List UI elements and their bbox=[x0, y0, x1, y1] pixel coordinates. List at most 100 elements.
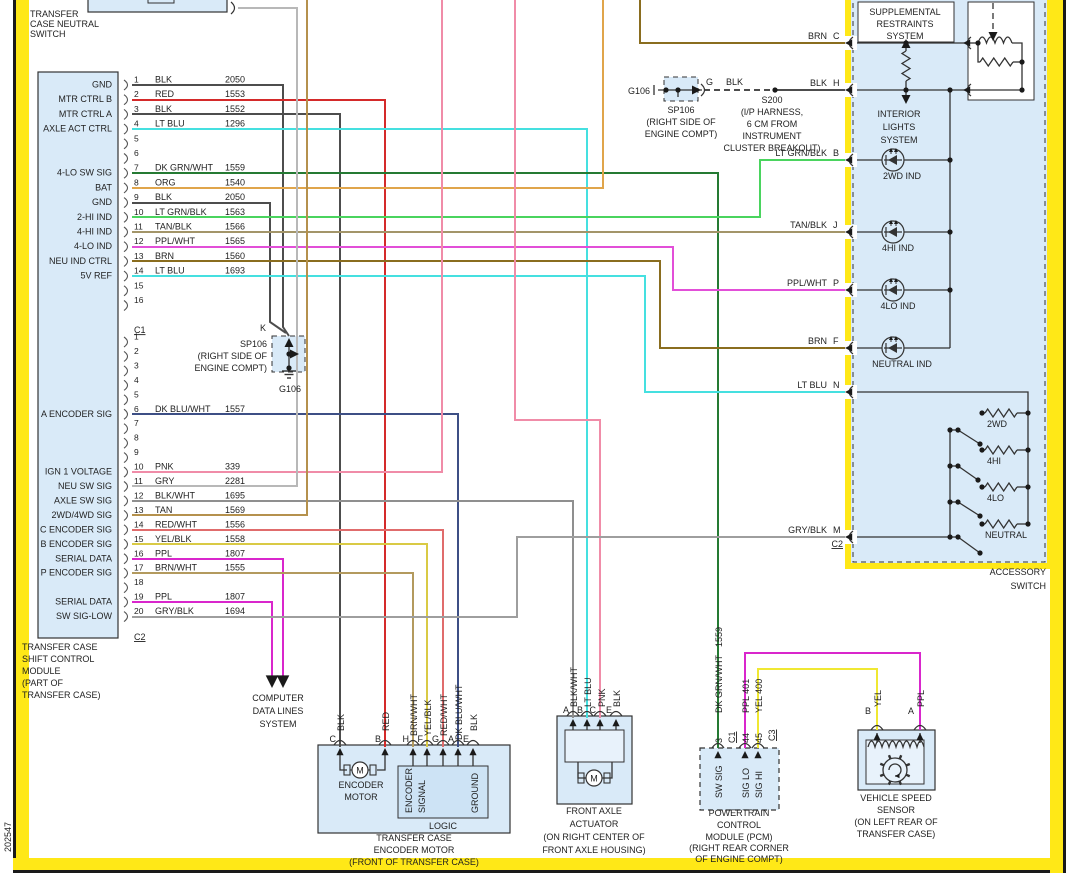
module-signal-label: MTR CTRL A bbox=[59, 109, 112, 119]
vss-wire-label: YEL bbox=[873, 690, 883, 707]
module-pin-arc bbox=[123, 270, 129, 282]
sp106-left-loc: ENGINE COMPT) bbox=[194, 363, 267, 373]
pcm-caption: POWERTRAIN bbox=[709, 808, 770, 818]
led-ray-tip bbox=[893, 336, 899, 341]
module-pin-arc bbox=[123, 365, 129, 377]
pcm-caption: OF ENGINE COMPT) bbox=[695, 854, 783, 864]
splice-dot bbox=[977, 441, 983, 447]
module-signal-label: C ENCODER SIG bbox=[40, 524, 112, 534]
act-motor-lead-r bbox=[603, 762, 613, 779]
neutral-switch-label: CASE NEUTRAL bbox=[30, 19, 99, 29]
splice-dot bbox=[1025, 521, 1031, 527]
pcm-caption: MODULE (PCM) bbox=[706, 832, 773, 842]
module-caption: TRANSFER CASE bbox=[22, 642, 98, 652]
acc-position-2wd: 2WD bbox=[987, 419, 1008, 429]
module-pin-number: 15 bbox=[134, 280, 144, 290]
frame-left-black bbox=[13, 0, 16, 873]
wire-yelblk-1558 bbox=[132, 543, 428, 676]
acc-n-rail bbox=[855, 391, 1029, 524]
module-pin-number: 16 bbox=[134, 548, 144, 558]
module-wire-name: GRY/BLK bbox=[155, 606, 194, 616]
led-triangle bbox=[888, 285, 897, 295]
connector-arrow bbox=[845, 228, 853, 236]
s200-loc: (I/P HARNESS, bbox=[741, 107, 803, 117]
module-circuit-number: 1540 bbox=[225, 177, 245, 187]
acc-arm4 bbox=[957, 536, 981, 554]
module-pin-arc bbox=[123, 567, 129, 579]
computer-data-lines-label: DATA LINES bbox=[253, 706, 304, 716]
module-circuit-number: 1560 bbox=[225, 251, 245, 261]
module-signal-label: AXLE SW SIG bbox=[54, 495, 112, 505]
pin-arc bbox=[913, 724, 927, 731]
acc-arm2 bbox=[957, 465, 979, 481]
splice-dot bbox=[286, 351, 292, 357]
wire-gryblk-1694 bbox=[132, 536, 846, 618]
connector-arrow bbox=[845, 39, 853, 47]
actuator-caption: FRONT AXLE HOUSING) bbox=[542, 845, 645, 855]
enc-wire-label: DK BLU/WHT bbox=[454, 684, 464, 740]
module-signal-label: NEU SW SIG bbox=[58, 481, 112, 491]
right-pin-letter: N bbox=[833, 380, 840, 390]
drawing-number: 202547 bbox=[3, 821, 13, 853]
wire-dkbluwht-1557 bbox=[132, 413, 459, 747]
enc-wire-label: BRN/WHT bbox=[409, 694, 419, 736]
splice-dot bbox=[979, 521, 985, 527]
logic-ground-label: GROUND bbox=[470, 773, 480, 813]
pin-arc bbox=[420, 739, 434, 746]
gear-tooth bbox=[905, 762, 911, 767]
right-wire-name: BRN bbox=[808, 31, 827, 41]
wire-red-1553 bbox=[132, 99, 386, 747]
pin-arrow bbox=[714, 751, 722, 759]
splice-dot bbox=[947, 87, 953, 93]
module-pin-number: 11 bbox=[134, 222, 143, 232]
vss-wire-label: PPL bbox=[916, 690, 926, 707]
module-pin-arc bbox=[123, 379, 129, 391]
actuator-caption: (ON RIGHT CENTER OF bbox=[543, 832, 645, 842]
module-circuit-number: 1565 bbox=[225, 236, 245, 246]
wire-blk-1552 bbox=[132, 113, 341, 747]
accessory-switch-label: ACCESSORY bbox=[990, 567, 1046, 577]
s200-loc: INSTRUMENT bbox=[743, 131, 802, 141]
right-wire-name: BLK bbox=[810, 78, 827, 88]
right-pin-letter: J bbox=[833, 220, 838, 230]
module-pin-arc bbox=[123, 94, 129, 106]
module-wire-name: BLK bbox=[155, 75, 172, 85]
pcm-pin-number: 3 bbox=[714, 738, 724, 743]
splice-dot bbox=[979, 447, 985, 453]
sp106-left-loc: (RIGHT SIDE OF bbox=[198, 351, 268, 361]
act-wire-label: BLK bbox=[612, 690, 622, 707]
indicator-lamp-icon bbox=[881, 148, 905, 172]
enc-motor-lead-b bbox=[377, 750, 386, 771]
splice-dot bbox=[1019, 59, 1025, 65]
pin-arc bbox=[580, 710, 594, 717]
neutral-switch-label: SWITCH bbox=[30, 29, 66, 39]
logic-signal-label: ENCODER bbox=[404, 767, 414, 813]
gear-tooth bbox=[879, 762, 885, 767]
arrow bbox=[284, 338, 294, 347]
module-wire-name: TAN/BLK bbox=[155, 222, 192, 232]
module-signal-label: A ENCODER SIG bbox=[41, 409, 112, 419]
pcm-pin-number: 44 bbox=[741, 733, 751, 743]
interior-lights-label: SYSTEM bbox=[880, 135, 917, 145]
wire-blk-2050-pin1 bbox=[132, 84, 290, 337]
module-pin-arc bbox=[123, 123, 129, 135]
module-circuit-number: 1552 bbox=[225, 104, 245, 114]
module-wire-name: TAN bbox=[155, 505, 172, 515]
pin-arc bbox=[593, 710, 607, 717]
vss-pin-letter: B bbox=[865, 706, 871, 716]
pin-arc bbox=[451, 739, 465, 746]
pin-arc bbox=[406, 739, 420, 746]
splice-dot bbox=[663, 87, 669, 93]
module-pin-arc bbox=[123, 336, 129, 348]
module-wire-name: DK GRN/WHT bbox=[155, 163, 213, 173]
sp106-right-name: SP106 bbox=[667, 105, 694, 115]
enc-wire-label: RED bbox=[381, 711, 391, 731]
splice-dot bbox=[979, 410, 985, 416]
acc-position-neutral: NEUTRAL bbox=[985, 530, 1027, 540]
connector-arrow bbox=[845, 344, 853, 352]
actuator-caption: ACTUATOR bbox=[570, 819, 619, 829]
indicator-lamp-icon bbox=[881, 278, 905, 302]
right-connector-id: C2 bbox=[831, 539, 843, 549]
s200-loc: CLUSTER BREAKOUT) bbox=[723, 143, 820, 153]
